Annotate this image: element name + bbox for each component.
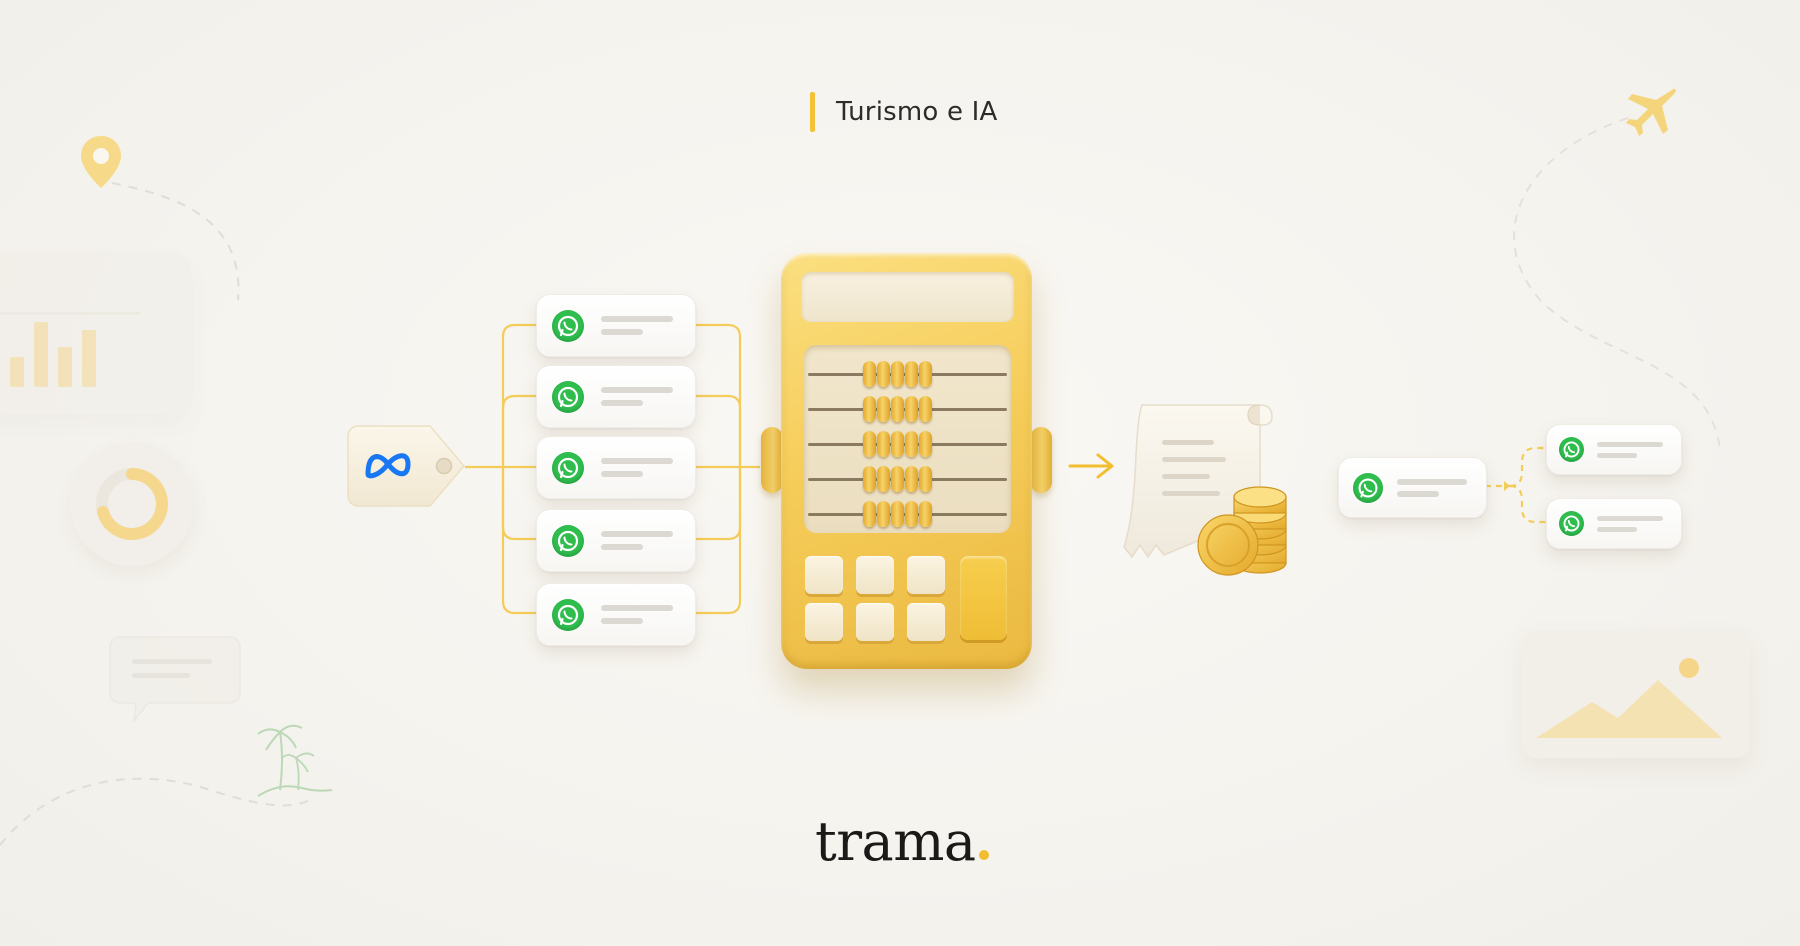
connector-branch-1 [501,323,538,467]
coin-stack [1197,486,1287,576]
meta-source-tag [347,425,465,507]
whatsapp-message-card-1 [536,294,696,357]
whatsapp-icon [1353,473,1383,503]
receipt-with-coins-icon [1123,404,1287,576]
calculator-key [856,556,894,594]
whatsapp-message-card-result [1338,457,1487,518]
connector-right-4 [692,467,742,541]
dashed-route-left [111,182,240,301]
meta-logo-icon [365,453,411,479]
dashed-route-bottom-left [0,777,311,846]
brand-logo: trama [815,810,989,880]
image-placeholder-card-icon [1522,630,1750,758]
calculator-left-knob [761,427,783,493]
whatsapp-message-card-3 [536,436,696,499]
dashed-route-right [1513,117,1721,451]
calculator-key [856,603,894,641]
bar-chart-card-icon [0,252,190,414]
section-tag-label: Turismo e IA [836,97,998,127]
section-tag-accent-bar [810,92,815,132]
whatsapp-icon [552,381,584,413]
connector-right-5 [692,467,742,615]
brand-wordmark: trama [815,810,976,873]
calculator-equals-key [960,556,1007,640]
whatsapp-icon [552,310,584,342]
arrow-to-receipt [1068,453,1114,479]
section-tag: Turismo e IA [810,92,998,132]
whatsapp-icon [1559,437,1584,462]
whatsapp-message-card-4 [536,509,696,572]
calculator-key [907,556,945,594]
calculator-key [805,603,843,641]
donut-chart-icon [70,442,194,566]
connector-right-1 [692,323,742,467]
airplane-icon [1626,88,1676,136]
whatsapp-icon [552,452,584,484]
whatsapp-icon [552,599,584,631]
whatsapp-message-card-2 [536,365,696,428]
calculator-key [805,556,843,594]
chat-bubble-icon [109,636,241,724]
calculator-key [907,603,945,641]
whatsapp-message-card-reply-2 [1546,498,1682,549]
brand-logo-dot [978,850,989,860]
calculator-screen [801,272,1014,322]
whatsapp-message-card-reply-1 [1546,424,1682,475]
whatsapp-icon [552,525,584,557]
abacus-frame [804,345,1011,533]
location-pin-icon [81,136,121,188]
connector-branch-4 [501,467,538,541]
connector-fork-right [1485,446,1546,524]
connector-branch-2 [501,394,538,467]
whatsapp-message-card-5 [536,583,696,646]
connector-right-2 [692,394,742,467]
whatsapp-icon [1559,511,1584,536]
palm-tree-island-icon [257,724,333,797]
calculator-right-knob [1030,427,1052,493]
calculator-abacus-icon [781,253,1032,669]
connector-branch-5 [501,467,538,615]
